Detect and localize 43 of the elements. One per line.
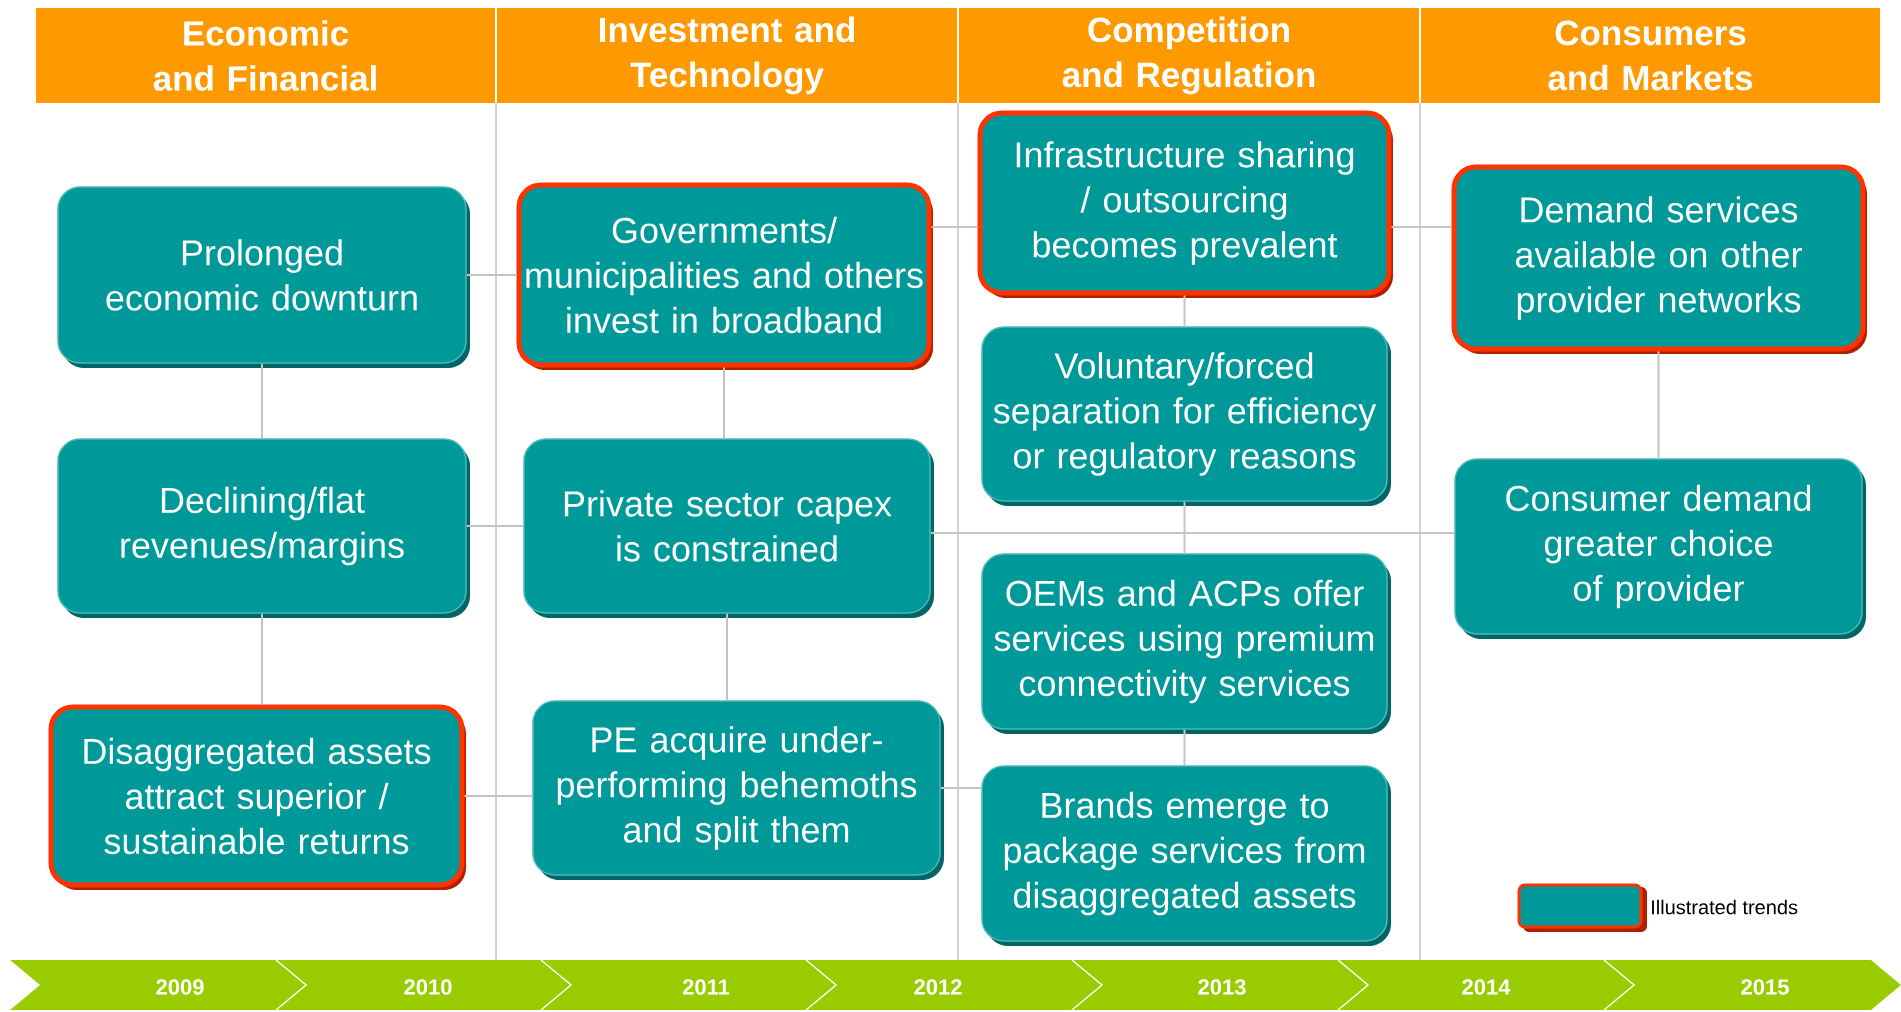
connector-line [1183,728,1186,767]
connector-line [1657,350,1660,460]
trend-box: Infrastructure sharing / outsourcing becomes prevalent [977,110,1393,298]
column-header: Investment and Technology [497,8,957,103]
year-label: 2012 [914,979,962,995]
year-label: 2011 [682,979,730,995]
node-label: Investment and Technology [600,16,855,95]
year-label: 2010 [404,979,452,995]
trend-box: PE acquire under-performing behemoths and split them [532,700,944,880]
connector-line [465,274,518,276]
trend-box: Governments/ municipalities and others invest in broadband [516,182,933,370]
year-label: 2013 [1198,979,1246,995]
trend-box: Private sector capex is constrained [523,438,934,618]
connector-line [463,795,534,797]
connector-line [929,532,1456,534]
trend-box: Disaggregated assets attract superior / sustainable returns [48,704,466,890]
trend-box: Consumer demand greater choice of provider [1454,458,1866,639]
connector-line [465,525,525,527]
year-label: 2009 [156,979,204,995]
column-header: Competition and Regulation [959,8,1419,103]
trend-box: Demand services available on other provider networks [1451,164,1867,354]
connector-line [261,362,263,440]
connector-line [261,612,263,706]
trend-box: OEMs and ACPs offer services using premium connectivity services [981,553,1391,734]
connector-line [726,612,728,702]
connector-line [723,366,725,440]
connector-line [1390,226,1453,228]
trend-box: Brands emerge to package services from disaggregated assets [981,765,1391,946]
connector-line [1183,500,1186,555]
legend-text: Illustrated trends [1652,899,1798,915]
connector-line [930,226,979,228]
trend-box: Voluntary/forced separation for efficiency or regulatory reasons [981,326,1391,506]
connector-line [1183,294,1186,328]
year-label: 2014 [1462,979,1511,995]
node-label: Competition and Regulation [1062,16,1315,95]
trend-box: Declining/flat revenues/margins [57,438,470,618]
column-header: Economic and Financial [36,8,495,103]
year-label: 2015 [1741,979,1789,995]
node-label: Economic and Financial [153,20,376,91]
node-label: Consumers and Markets [1548,20,1753,91]
column-header: Consumers and Markets [1421,8,1880,103]
trend-box: Prolonged economic downturn [57,186,470,368]
connector-line [939,787,983,789]
